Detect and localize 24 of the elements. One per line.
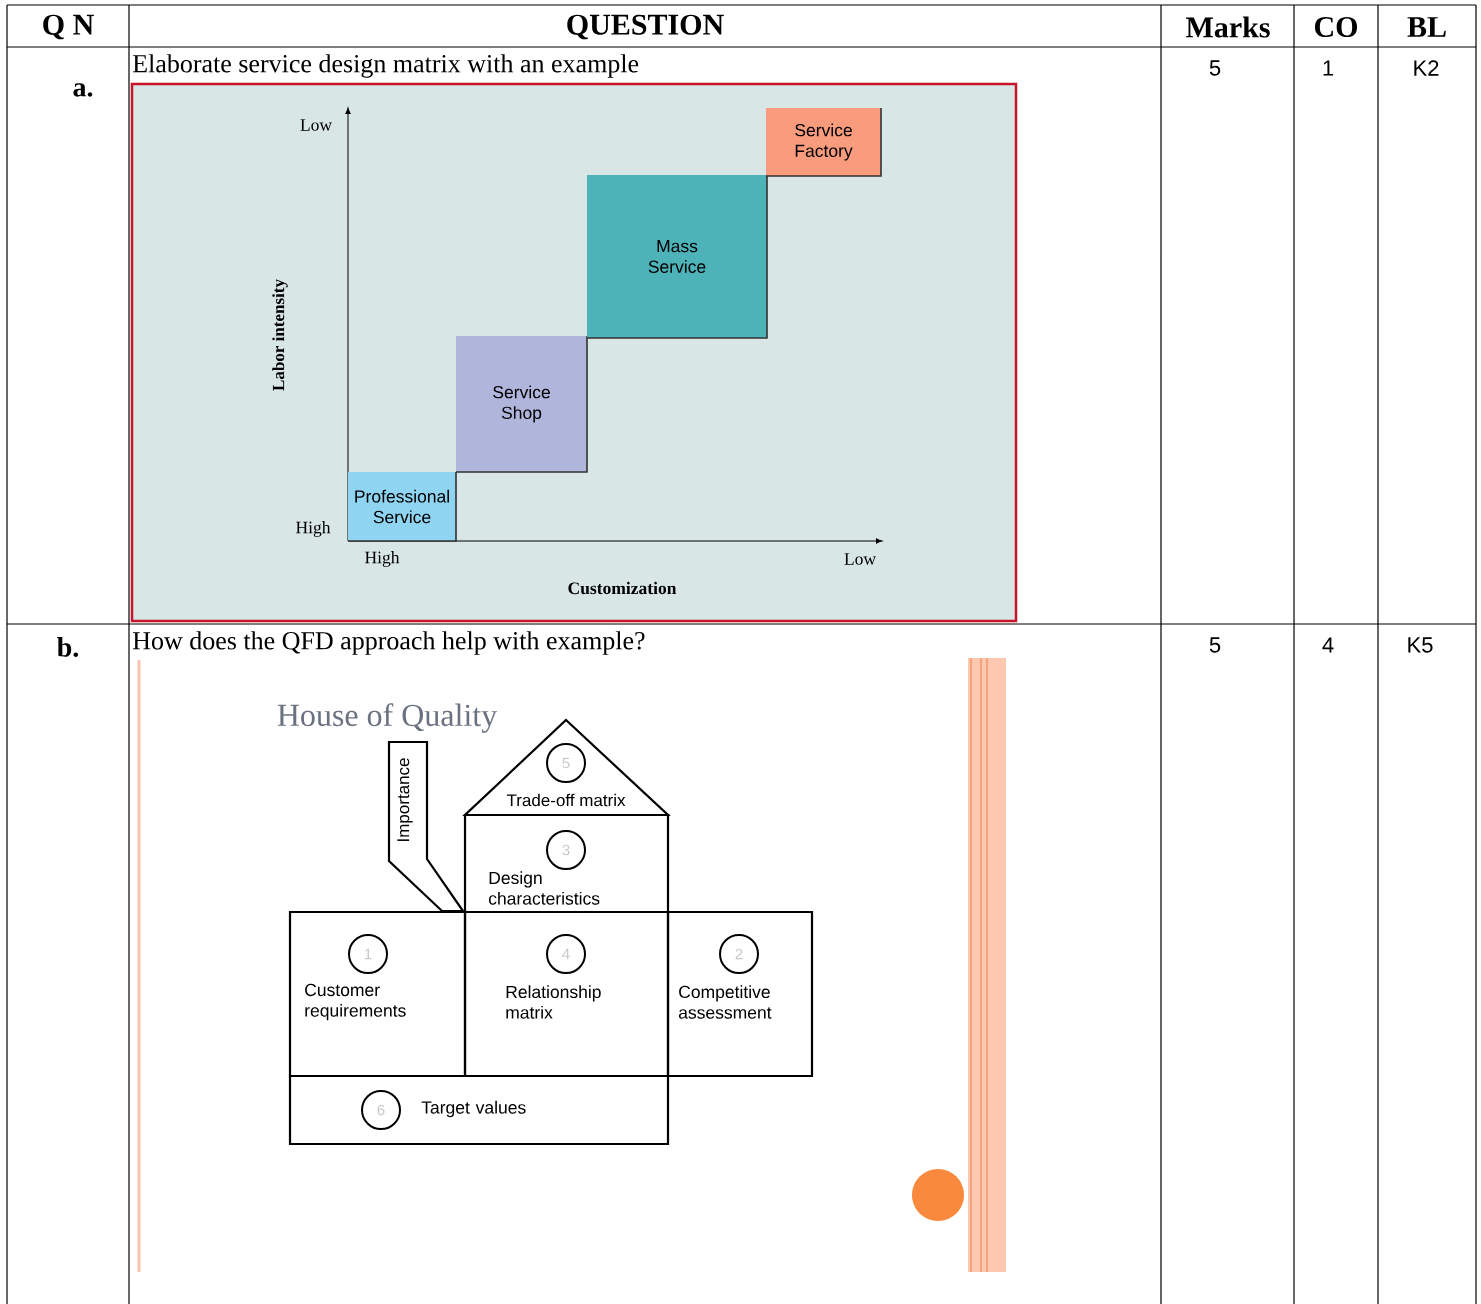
matrix-box: Professional Service [347, 471, 457, 542]
axis-title: Customization [568, 581, 677, 595]
axis-tick-label: High [296, 521, 331, 537]
table-cell: 4 [1322, 637, 1334, 653]
column-header: Q N [43, 14, 94, 40]
column-header: Marks [1186, 16, 1270, 38]
table-cell: 5 [1209, 637, 1221, 653]
matrix-box: Service Shop [455, 335, 588, 473]
table-cell: 5 [1209, 60, 1221, 76]
table-cell: 1 [1323, 60, 1334, 76]
axis-tick-label: Low [300, 119, 332, 131]
row-label: a. [73, 83, 93, 97]
axis-tick-label: Low [844, 553, 876, 565]
question-text: How does the QFD approach help with example? [132, 631, 645, 655]
table-cell: K2 [1414, 60, 1439, 76]
matrix-box: Service Factory [765, 107, 882, 177]
question-text: Elaborate service design matrix with an example [132, 54, 639, 78]
column-header: BL [1407, 17, 1446, 37]
axis-title: Labor intensity [272, 279, 288, 391]
table-cell: K5 [1408, 637, 1433, 653]
column-header: CO [1314, 16, 1358, 38]
matrix-box: Mass Service [586, 174, 768, 339]
row-label: b. [57, 637, 79, 657]
column-header: QUESTION [567, 14, 724, 40]
